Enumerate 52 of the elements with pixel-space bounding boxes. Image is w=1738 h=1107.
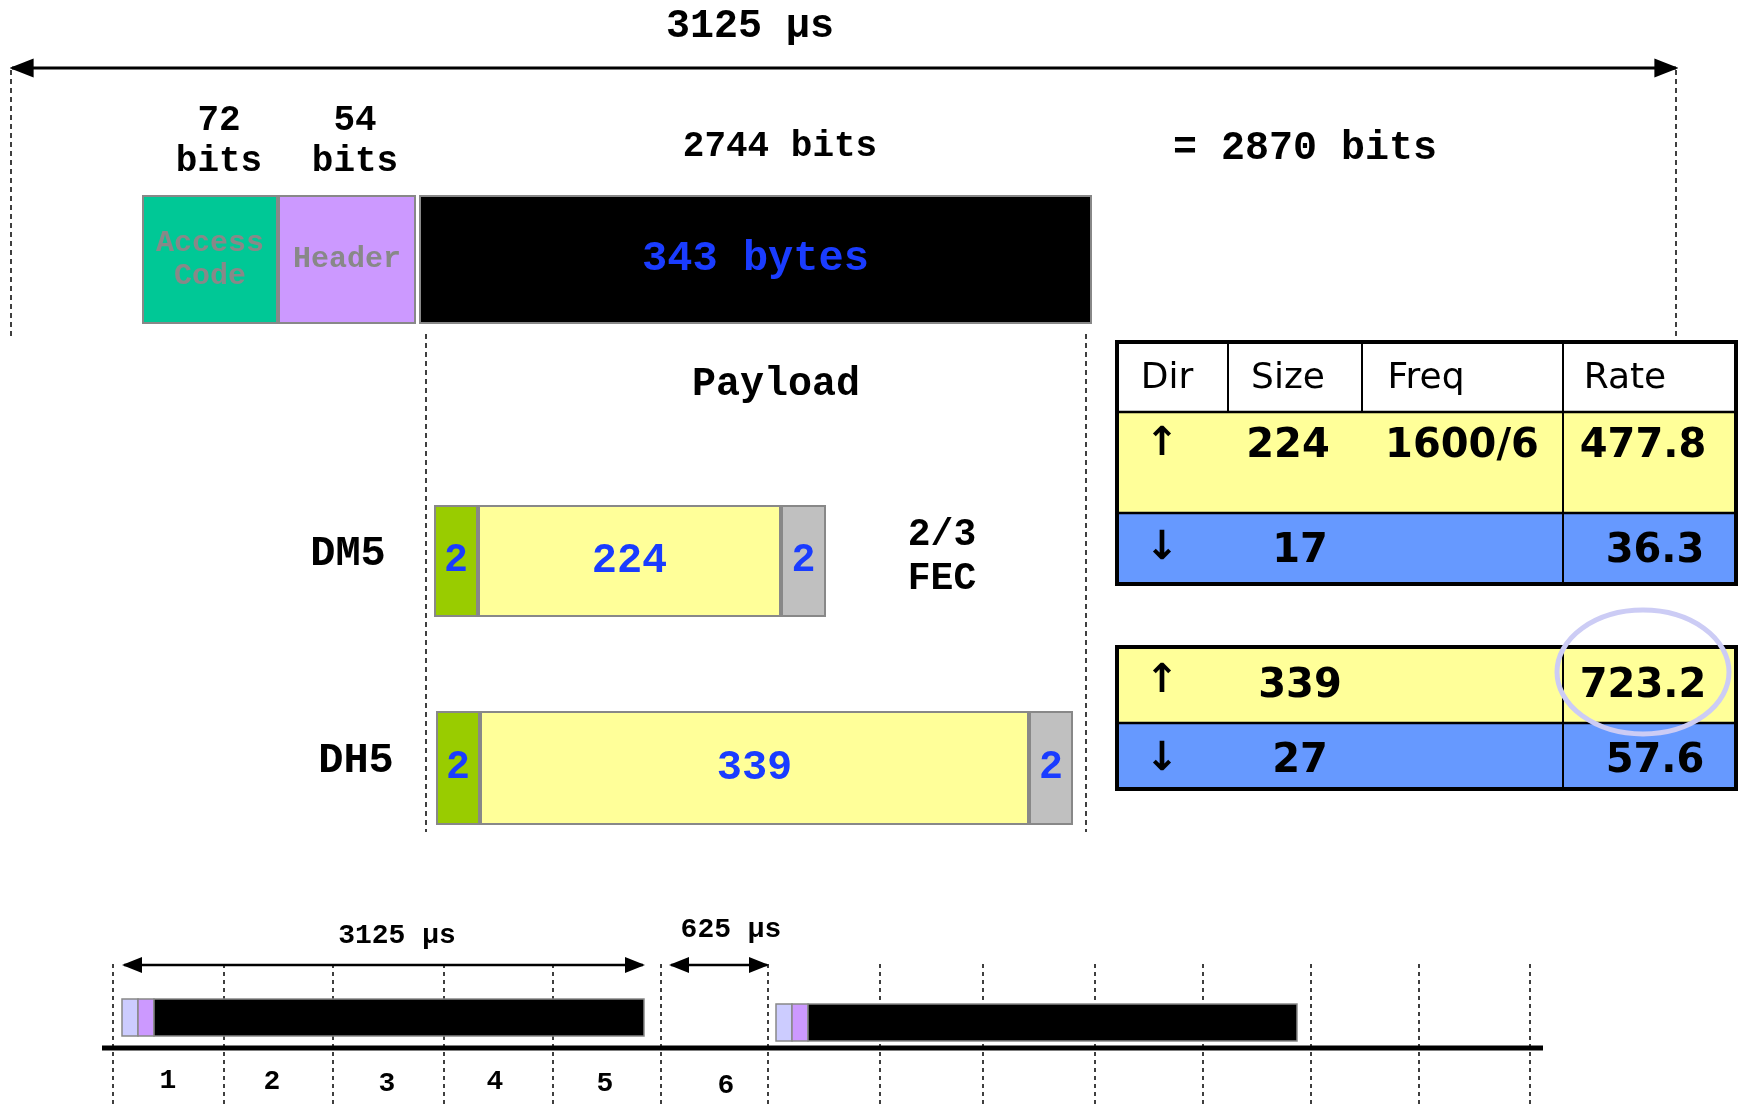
slot-number: 5: [595, 1068, 615, 1101]
packet-field: [436, 711, 480, 825]
field-label: Access Code: [155, 226, 265, 293]
packet-field: [480, 711, 1029, 825]
table-cell-text: ↓: [1144, 522, 1180, 568]
table-cell-text: 723.2: [1578, 660, 1708, 706]
packet-field: [478, 505, 781, 617]
table-cell-text: ↓: [1144, 733, 1180, 779]
field-label: 2: [444, 539, 468, 583]
dimension-label: 3125 µs: [337, 920, 457, 953]
slot-number: 2: [262, 1066, 282, 1099]
table-header: Rate: [1582, 355, 1668, 397]
packet-type: DH5: [317, 737, 395, 786]
table-cell-text: 339: [1257, 660, 1343, 706]
table-cell-text: ↑: [1144, 418, 1180, 464]
dimension-label: 3125 µs: [665, 4, 835, 50]
table-cell-text: 27: [1271, 735, 1329, 781]
section-title: Payload: [691, 362, 861, 408]
table-cell-text: ↑: [1144, 655, 1180, 701]
slot-number: 1: [158, 1065, 178, 1098]
bit-count: 54 bits: [310, 100, 400, 183]
fec-note: 2/3 FEC: [906, 513, 978, 601]
table-header: Dir: [1139, 355, 1195, 397]
packet-field: [1029, 711, 1073, 825]
table-cell-text: 57.6: [1604, 735, 1706, 781]
slot-number: 6: [716, 1070, 736, 1103]
table-cell-text: 17: [1271, 525, 1329, 571]
dimension-label: 625 µs: [679, 914, 783, 947]
total-bits: = 2870 bits: [1171, 126, 1438, 172]
packet-field: [434, 505, 478, 617]
table-cell-text: 36.3: [1604, 525, 1706, 571]
packet-field: [781, 505, 826, 617]
table-cell-text: 477.8: [1578, 420, 1708, 466]
field-label: 224: [591, 537, 668, 585]
bit-count: 2744 bits: [681, 126, 879, 168]
field-label: 339: [716, 744, 793, 792]
packet-field: [142, 195, 278, 324]
field-label: 2: [1039, 746, 1063, 790]
table-header: Freq: [1386, 355, 1466, 397]
table-cell-text: 224: [1245, 420, 1331, 466]
slot-number: 4: [485, 1066, 505, 1099]
table-header: Size: [1250, 355, 1326, 397]
packet-field: [278, 195, 416, 324]
packet-type: DM5: [309, 530, 387, 579]
field-label: 2: [791, 539, 816, 583]
bit-count: 72 bits: [174, 100, 264, 183]
field-label: 343 bytes: [642, 236, 869, 283]
table-cell-text: 1600/6: [1384, 420, 1540, 466]
packet-field: [419, 195, 1092, 324]
slot-number: 3: [377, 1068, 397, 1101]
field-label: 2: [446, 746, 470, 790]
field-label: Header: [293, 243, 401, 276]
